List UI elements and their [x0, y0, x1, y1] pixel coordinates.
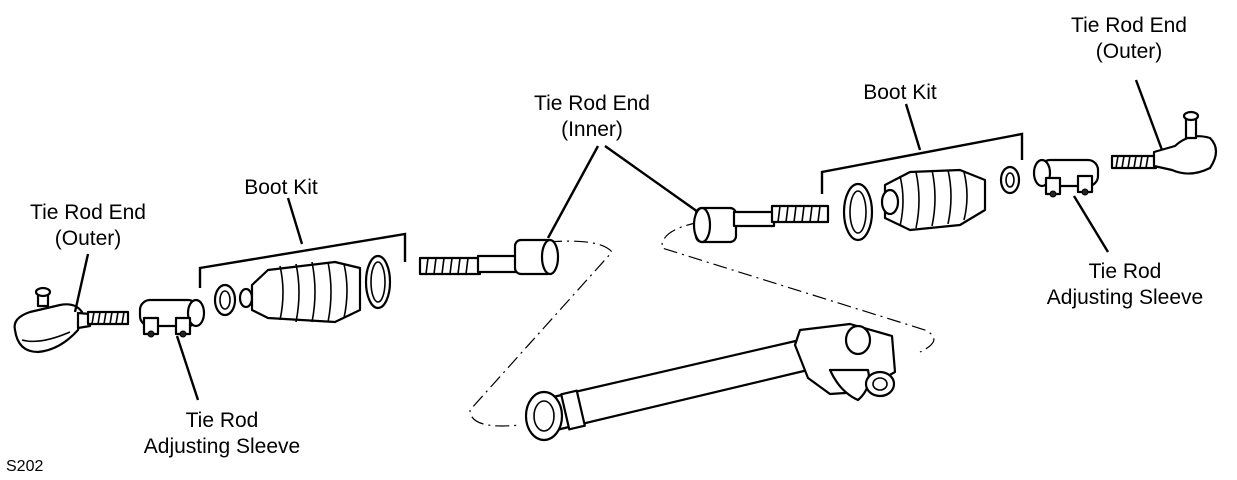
label-right-boot-kit: Boot Kit — [863, 80, 937, 106]
label-left-outer-line2: (Outer) — [54, 227, 122, 250]
label-right-sleeve-line1: Tie Rod — [1088, 260, 1162, 283]
label-inner-tie-rod-end: Tie Rod End (Inner) — [534, 91, 650, 143]
label-right-boot-kit-text: Boot Kit — [863, 81, 937, 104]
leader-lines — [73, 79, 1164, 401]
label-left-boot-kit: Boot Kit — [244, 175, 318, 201]
label-right-outer-line2: (Outer) — [1095, 40, 1163, 63]
label-left-outer-line1: Tie Rod End — [30, 201, 146, 224]
label-right-adjusting-sleeve: Tie Rod Adjusting Sleeve — [1047, 259, 1203, 311]
label-right-sleeve-line2: Adjusting Sleeve — [1046, 286, 1204, 309]
figure-code: S202 — [6, 458, 44, 475]
right-inner-tie-rod — [692, 204, 830, 244]
left-outer-tie-rod-end — [13, 286, 130, 354]
label-right-outer-line1: Tie Rod End — [1071, 14, 1187, 37]
alignment-path-right — [661, 221, 935, 353]
label-right-outer-tie-rod-end: Tie Rod End (Outer) — [1071, 13, 1187, 65]
label-left-boot-kit-text: Boot Kit — [244, 176, 318, 199]
label-left-sleeve-line1: Tie Rod — [185, 409, 259, 432]
rack-housing — [524, 322, 897, 442]
label-left-adjusting-sleeve: Tie Rod Adjusting Sleeve — [144, 408, 300, 460]
right-outer-tie-rod-end — [1110, 110, 1218, 175]
label-left-sleeve-line2: Adjusting Sleeve — [143, 435, 301, 458]
left-adjusting-sleeve — [138, 298, 206, 338]
left-boot-kit-parts — [213, 254, 392, 324]
right-adjusting-sleeve — [1032, 158, 1100, 198]
label-left-outer-tie-rod-end: Tie Rod End (Outer) — [30, 200, 146, 252]
left-inner-tie-rod — [418, 238, 560, 276]
label-inner-line1: Tie Rod End — [534, 92, 650, 115]
right-boot-kit-parts — [842, 165, 1021, 242]
alignment-path-left — [469, 240, 613, 427]
label-inner-line2: (Inner) — [561, 118, 623, 141]
